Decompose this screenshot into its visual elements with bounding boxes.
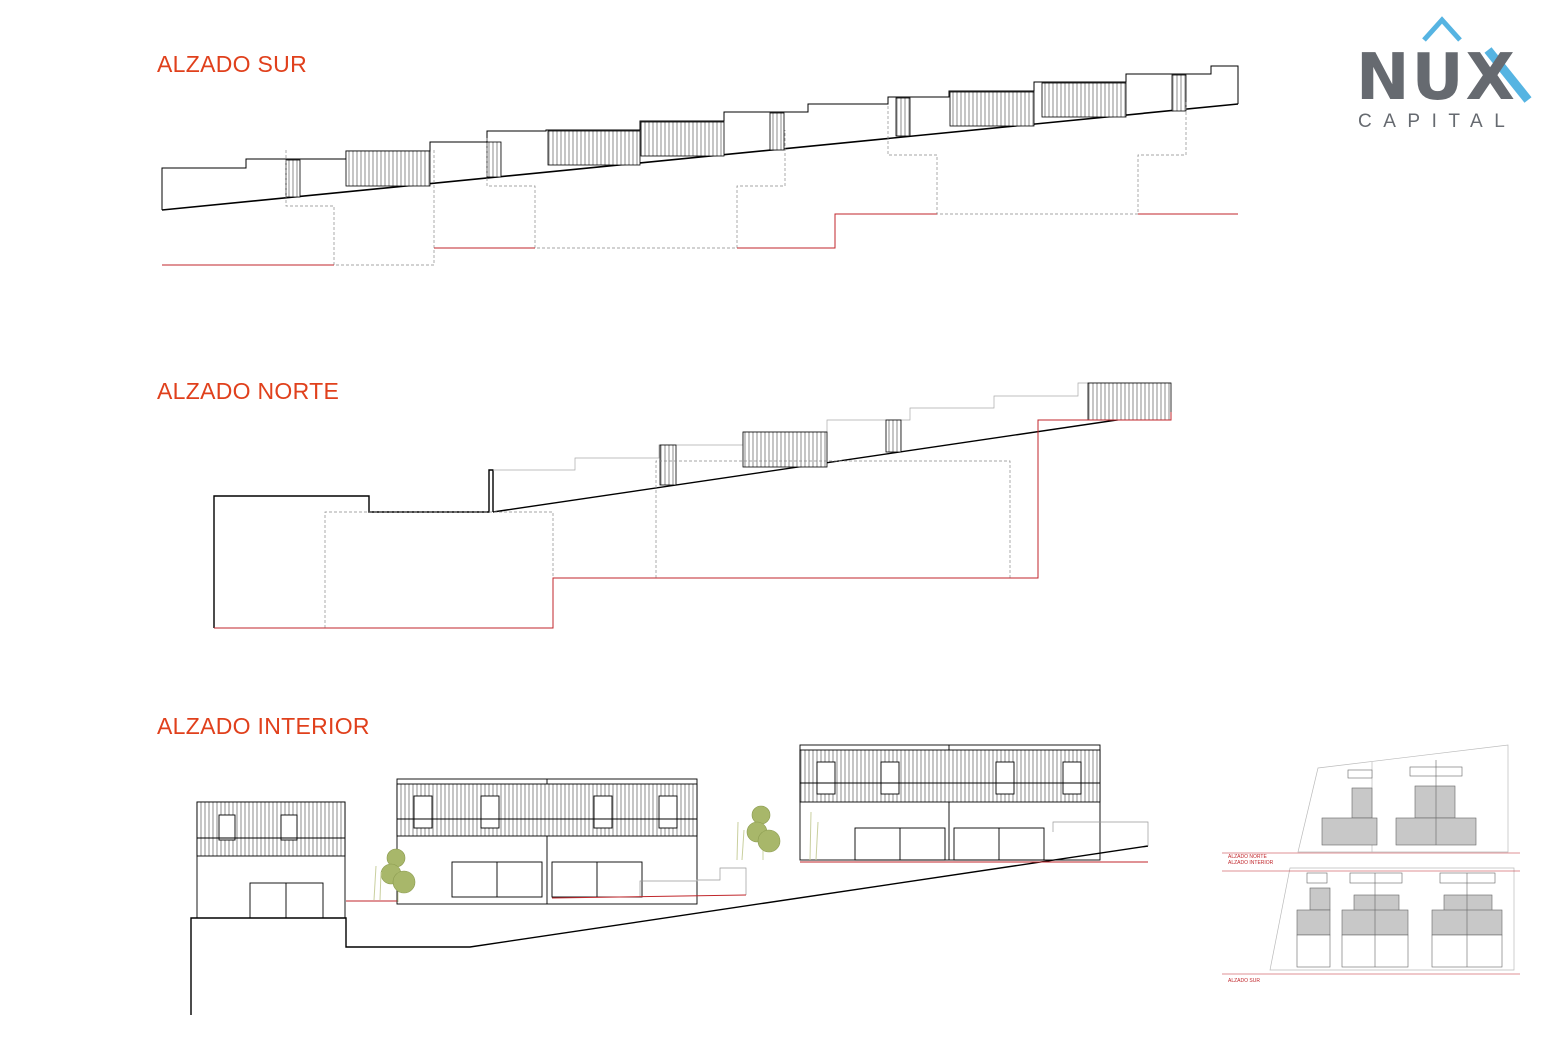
grass-icon xyxy=(373,811,819,901)
house-a xyxy=(196,801,346,919)
house-b xyxy=(396,778,698,905)
north-ground-line xyxy=(214,412,1172,629)
tree-icon xyxy=(380,848,416,902)
logo-wordmark: NUX xyxy=(1356,41,1517,115)
key-label-interior: ALZADO INTERIOR xyxy=(1228,860,1274,866)
south-elevation-title: ALZADO SUR xyxy=(157,51,307,77)
north-elevation-title: ALZADO NORTE xyxy=(157,378,340,404)
south-hidden-volumes xyxy=(285,100,1187,266)
key-label-north: ALZADO NORTE xyxy=(1228,854,1267,860)
house-c xyxy=(799,744,1101,861)
logo-subtitle: CAPITAL xyxy=(1358,111,1517,132)
key-plan-cut-lines xyxy=(1222,852,1520,975)
interior-ground-line xyxy=(346,861,1148,902)
north-upper-steps xyxy=(493,382,1171,471)
key-plan-buildings xyxy=(1296,760,1503,968)
key-label-south: ALZADO SUR xyxy=(1228,978,1260,984)
interior-terraces xyxy=(639,821,1149,897)
south-terrain-line xyxy=(161,103,1239,211)
interior-terrain xyxy=(190,845,1149,1015)
tree-icon xyxy=(746,805,781,860)
north-hidden-volumes xyxy=(324,460,1011,628)
south-ground-line xyxy=(162,213,1238,266)
north-slatted-panels xyxy=(659,382,1172,486)
interior-elevation-title: ALZADO INTERIOR xyxy=(157,713,370,739)
